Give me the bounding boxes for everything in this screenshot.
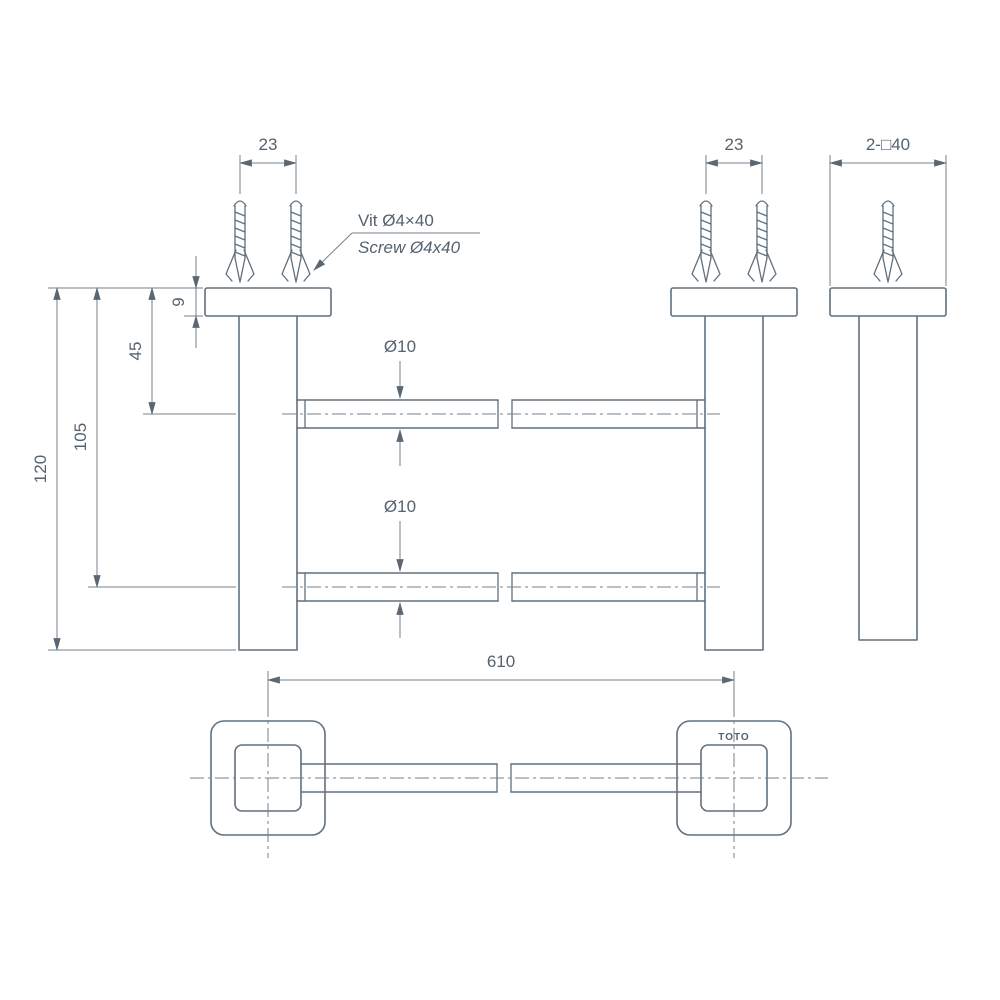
dimension-bottom-bar-diameter: Ø10	[384, 497, 416, 638]
top-towel-bar	[282, 399, 720, 429]
dim-label-105: 105	[71, 423, 90, 451]
side-post	[858, 315, 918, 641]
dim-label-2sq40: 2-□40	[866, 135, 910, 154]
dim-label-45: 45	[126, 342, 145, 361]
right-wall-flange	[670, 287, 798, 317]
left-dimensions: 120 105 45 9	[31, 256, 236, 652]
left-post	[238, 315, 298, 651]
screw-icon	[747, 200, 777, 283]
dim-label-120: 120	[31, 455, 50, 483]
dimension-flange-size: 2-□40	[828, 135, 948, 286]
leader-line	[313, 232, 353, 271]
dim-label-dia10-bottom: Ø10	[384, 497, 416, 516]
screw-callout: Vit Ø4×40 Screw Ø4x40	[313, 211, 480, 271]
dimension-top-bar-diameter: Ø10	[384, 337, 416, 466]
right-post	[704, 315, 764, 651]
bottom-towel-bar	[282, 572, 720, 602]
plan-vertical-centerlines	[267, 703, 735, 858]
front-view: 23 23 Vit Ø4×40 Screw Ø4x40 120 105	[31, 135, 798, 652]
screw-icon	[225, 200, 255, 283]
screw-note-line2: Screw Ø4x40	[358, 238, 461, 257]
side-wall-flange	[829, 287, 947, 317]
dim-label-dia10-top: Ø10	[384, 337, 416, 356]
side-view: 2-□40	[828, 135, 948, 641]
screw-icon	[691, 200, 721, 283]
dim-label-9: 9	[169, 297, 188, 306]
plan-view: TOTO 610	[190, 652, 828, 858]
screw-note-line1: Vit Ø4×40	[358, 211, 434, 230]
dim-label-23-right: 23	[725, 135, 744, 154]
screw-icon	[281, 200, 311, 283]
dim-label-23-left: 23	[259, 135, 278, 154]
left-wall-flange	[204, 287, 332, 317]
screw-icon	[873, 200, 903, 283]
dimension-screw-spacing-right: 23	[704, 135, 764, 194]
dimension-screw-spacing-left: 23	[238, 135, 298, 194]
dimension-bar-length: 610	[266, 652, 736, 703]
dim-label-610: 610	[487, 652, 515, 671]
